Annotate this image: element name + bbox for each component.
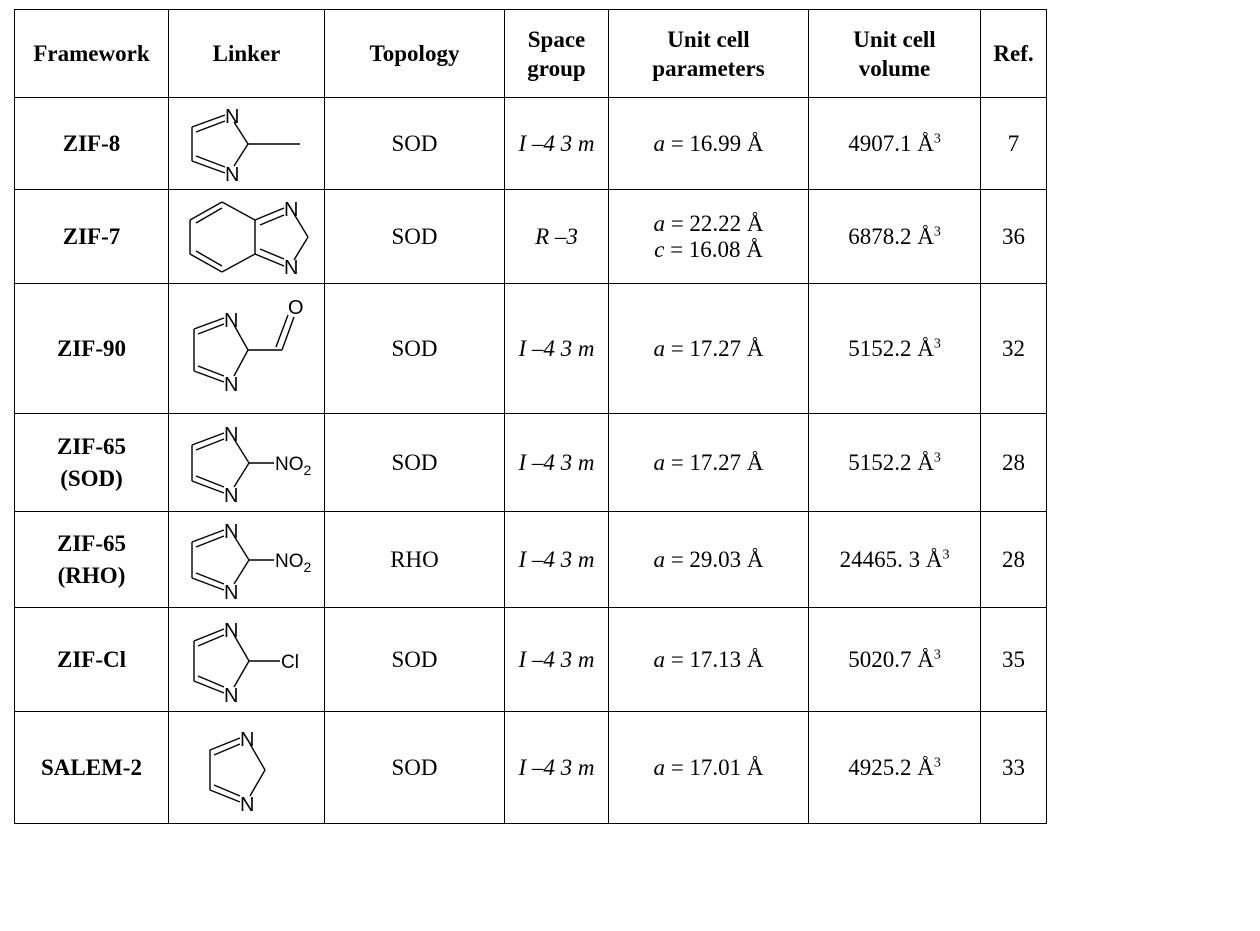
table-row: SALEM-2 N N SOD I –4 3 — [14, 711, 1047, 824]
table-row: ZIF-65(SOD) N N NO2 — [14, 413, 1047, 512]
topology-cell: SOD — [324, 97, 505, 190]
unit-cell-parameters-cell: a = 17.13 Å — [608, 607, 809, 712]
topology-cell: SOD — [324, 413, 505, 512]
nitrogen-atom-label: N — [224, 521, 238, 543]
table-row: ZIF-90 N N — [14, 283, 1047, 414]
framework-cell: ZIF-7 — [14, 189, 169, 284]
topology-cell: SOD — [324, 283, 505, 414]
framework-cell: SALEM-2 — [14, 711, 169, 824]
framework-cell: ZIF-8 — [14, 97, 169, 190]
nitro-group-label: NO2 — [275, 551, 312, 575]
space-group-cell: I –4 3 m — [504, 413, 609, 512]
ref-cell: 35 — [980, 607, 1047, 712]
nitrogen-atom-label: N — [224, 310, 238, 332]
unit-cell-volume-cell: 4925.2 Å3 — [808, 711, 981, 824]
linker-cell: N N Cl — [168, 607, 325, 712]
nitrogen-atom-label: N — [224, 620, 238, 642]
chlorine-atom-label: Cl — [281, 652, 299, 673]
table-row: ZIF-8 N N SOD — [14, 97, 1047, 190]
nitrogen-atom-label: N — [224, 424, 238, 446]
topology-cell: SOD — [324, 189, 505, 284]
header-topology: Topology — [324, 9, 505, 98]
header-linker: Linker — [168, 9, 325, 98]
linker-2-chloroimidazole-structure: N N Cl — [192, 620, 299, 707]
nitro-group-label: NO2 — [275, 454, 312, 478]
nitrogen-atom-label: N — [225, 106, 239, 128]
unit-cell-volume-cell: 4907.1 Å3 — [808, 97, 981, 190]
linker-2-nitroimidazole-structure: N N NO2 — [190, 424, 312, 507]
ref-cell: 33 — [980, 711, 1047, 824]
linker-benzimidazole-structure: N N — [188, 199, 309, 279]
topology-cell: RHO — [324, 511, 505, 608]
topology-cell: SOD — [324, 607, 505, 712]
space-group-cell: I –4 3 m — [504, 97, 609, 190]
space-group-cell: I –4 3 m — [504, 711, 609, 824]
framework-cell: ZIF-65(SOD) — [14, 413, 169, 512]
unit-cell-volume-cell: 5020.7 Å3 — [808, 607, 981, 712]
space-group-cell: R –3 — [504, 189, 609, 284]
unit-cell-parameters-cell: a = 17.01 Å — [608, 711, 809, 824]
unit-cell-volume-cell: 5152.2 Å3 — [808, 413, 981, 512]
nitrogen-atom-label: N — [284, 199, 298, 221]
header-framework: Framework — [14, 9, 169, 98]
linker-2-methylimidazole-structure: N N — [190, 106, 300, 186]
nitrogen-atom-label: N — [284, 257, 298, 279]
linker-imidazole-2-carboxaldehyde-structure: N N O — [192, 297, 304, 396]
ref-cell: 36 — [980, 189, 1047, 284]
linker-cell: N N O — [168, 283, 325, 414]
unit-cell-volume-cell: 24465. 3 Å3 — [808, 511, 981, 608]
table-row: ZIF-Cl N N Cl — [14, 607, 1047, 712]
header-ref: Ref. — [980, 9, 1047, 98]
linker-cell: N N — [168, 711, 325, 824]
unit-cell-parameters-cell: a = 22.22 Å c = 16.08 Å — [608, 189, 809, 284]
space-group-cell: I –4 3 m — [504, 607, 609, 712]
ref-cell: 7 — [980, 97, 1047, 190]
table-row: ZIF-7 — [14, 189, 1047, 284]
nitrogen-atom-label: N — [224, 485, 238, 507]
nitrogen-atom-label: N — [224, 685, 238, 707]
nitrogen-atom-label: N — [224, 582, 238, 604]
framework-cell: ZIF-Cl — [14, 607, 169, 712]
ref-cell: 32 — [980, 283, 1047, 414]
topology-cell: SOD — [324, 711, 505, 824]
ref-cell: 28 — [980, 511, 1047, 608]
oxygen-atom-label: O — [288, 297, 304, 319]
unit-cell-parameters-cell: a = 16.99 Å — [608, 97, 809, 190]
table-row: ZIF-65(RHO) N N NO2 — [14, 511, 1047, 608]
ref-cell: 28 — [980, 413, 1047, 512]
linker-imidazole-structure: N N — [208, 729, 266, 816]
space-group-cell: I –4 3 m — [504, 283, 609, 414]
framework-cell: ZIF-90 — [14, 283, 169, 414]
linker-cell: N N — [168, 97, 325, 190]
space-group-cell: I –4 3 m — [504, 511, 609, 608]
nitrogen-atom-label: N — [240, 729, 254, 751]
nitrogen-atom-label: N — [225, 164, 239, 186]
nitrogen-atom-label: N — [240, 794, 254, 816]
unit-cell-volume-cell: 6878.2 Å3 — [808, 189, 981, 284]
linker-cell: N N NO2 — [168, 511, 325, 608]
unit-cell-parameters-cell: a = 29.03 Å — [608, 511, 809, 608]
nitrogen-atom-label: N — [224, 374, 238, 396]
linker-2-nitroimidazole-structure: N N NO2 — [190, 521, 312, 604]
linker-cell: N N — [168, 189, 325, 284]
framework-cell: ZIF-65(RHO) — [14, 511, 169, 608]
unit-cell-parameters-cell: a = 17.27 Å — [608, 413, 809, 512]
unit-cell-volume-cell: 5152.2 Å3 — [808, 283, 981, 414]
linker-cell: N N NO2 — [168, 413, 325, 512]
unit-cell-parameters-cell: a = 17.27 Å — [608, 283, 809, 414]
